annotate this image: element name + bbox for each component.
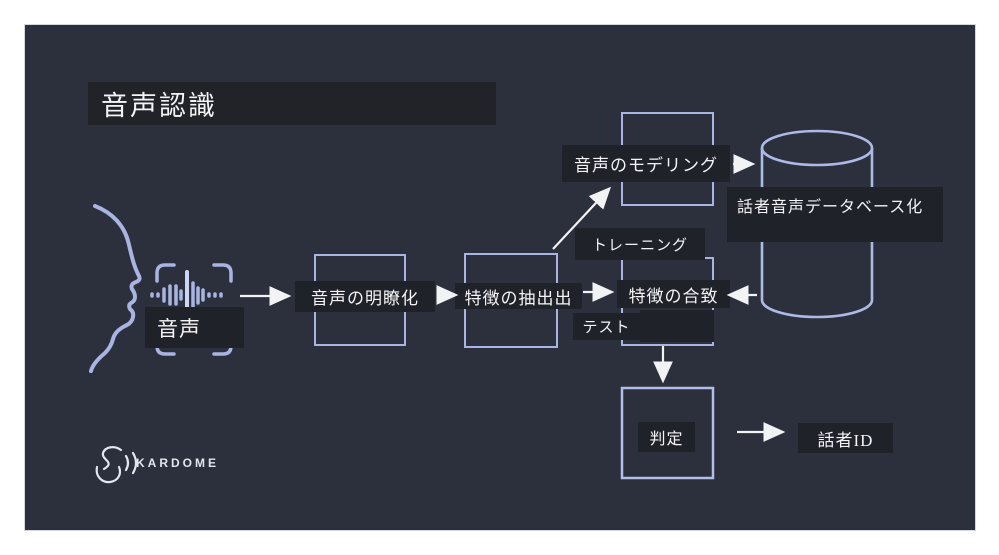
voiceprint-icon xyxy=(150,263,233,356)
presentation-slide: 音声認識 音声 音声の明瞭化 特徴の抽出出 テスト 特徴の合致 音声のモデリング… xyxy=(24,24,976,531)
decision-box-outline xyxy=(620,386,715,480)
modeling-node-label: 音声のモデリング xyxy=(562,145,730,182)
slide-title: 音声認識 xyxy=(88,82,496,125)
decision-node-label: 判定 xyxy=(638,422,695,452)
diagram-shape-layer xyxy=(89,112,874,484)
diagram-arrow-layer xyxy=(240,154,786,442)
training-phase-label: トレーニング xyxy=(575,228,705,260)
extract-node-label: 特徴の抽出出 xyxy=(455,283,582,309)
match-node-patch xyxy=(640,310,714,342)
clarify-node-label: 音声の明瞭化 xyxy=(295,281,435,312)
test-phase-label: テスト xyxy=(573,313,640,340)
voice-input-label: 音声 xyxy=(145,307,244,348)
database-node-label: 話者音声データベース化 xyxy=(727,187,943,242)
match-node-label: 特徴の合致 xyxy=(617,280,730,308)
face-profile-icon xyxy=(89,204,142,373)
kardome-logo-icon xyxy=(95,446,138,484)
database-cylinder-icon xyxy=(760,129,874,319)
speaker-id-label: 話者ID xyxy=(798,423,893,453)
arrow-training-to-modeling xyxy=(552,186,612,250)
kardome-logo-text: KARDOME xyxy=(136,456,219,470)
